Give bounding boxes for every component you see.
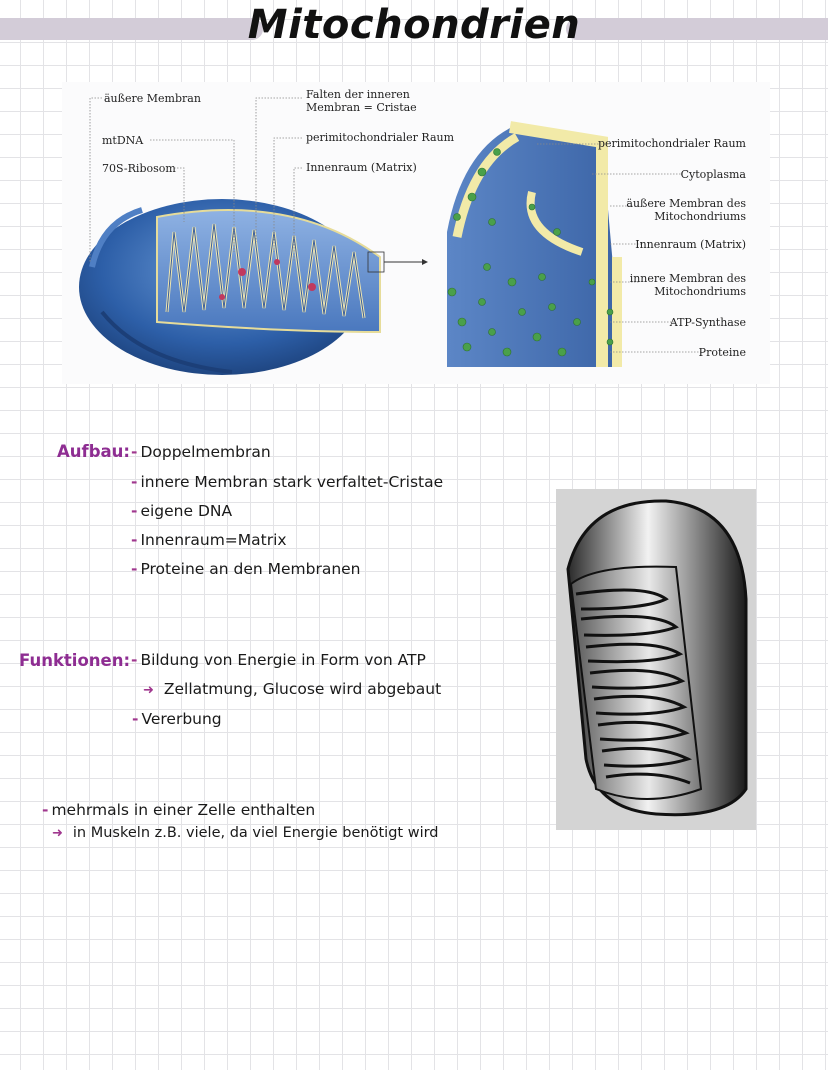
funktionen-item-2: -Vererbung bbox=[132, 710, 222, 728]
funktionen-sub-1: ➜Zellatmung, Glucose wird abgebaut bbox=[143, 680, 442, 698]
mitochondrion-bw-drawing bbox=[556, 489, 756, 830]
label-inner-membrane-line1: innere Membran des bbox=[630, 272, 747, 285]
membrane-section-icon bbox=[447, 121, 622, 367]
note-line-1: -mehrmals in einer Zelle enthalten bbox=[42, 801, 316, 819]
funktionen-item-1: -Bildung von Energie in Form von ATP bbox=[131, 651, 426, 669]
aufbau-item-4: -Innenraum=Matrix bbox=[131, 531, 287, 549]
label-outer-membrane-right-line2: Mitochondriums bbox=[654, 210, 746, 223]
label-matrix-left: Innenraum (Matrix) bbox=[306, 161, 417, 174]
label-intermembrane-left: perimitochondrialer Raum bbox=[306, 131, 455, 144]
note-line-2: ➜in Muskeln z.B. viele, da viel Energie … bbox=[52, 825, 439, 841]
mitochondrion-3d-icon bbox=[79, 199, 428, 375]
label-intermembrane-right: perimitochondrialer Raum bbox=[598, 137, 747, 150]
aufbau-item-1: -Doppelmembran bbox=[131, 443, 271, 461]
funktionen-heading: Funktionen: bbox=[19, 651, 131, 670]
arrow-right-icon: ➜ bbox=[143, 683, 154, 698]
label-mtdna: mtDNA bbox=[102, 134, 144, 147]
aufbau-heading: Aufbau: bbox=[57, 442, 130, 461]
label-cytoplasm: Cytoplasma bbox=[681, 168, 747, 181]
aufbau-item-5: -Proteine an den Membranen bbox=[131, 560, 361, 578]
label-inner-membrane-line2: Mitochondriums bbox=[654, 285, 746, 298]
aufbau-item-3: -eigene DNA bbox=[131, 502, 233, 520]
label-matrix-right: Innenraum (Matrix) bbox=[635, 238, 746, 251]
mitochondrion-diagram: äußere Membran mtDNA 70S-Ribosom Falten … bbox=[62, 82, 770, 384]
page-title: Mitochondrien bbox=[247, 2, 581, 48]
label-outer-membrane-right-line1: äußere Membran des bbox=[626, 197, 746, 210]
label-70s-ribosome: 70S-Ribosom bbox=[102, 162, 176, 175]
label-proteins: Proteine bbox=[699, 346, 746, 359]
title-bar-right bbox=[566, 18, 828, 40]
label-cristae-line2: Membran = Cristae bbox=[306, 101, 417, 114]
label-atp-synthase: ATP-Synthase bbox=[669, 316, 746, 329]
diagram-leader-lines bbox=[89, 97, 704, 353]
aufbau-item-2: -innere Membran stark verfaltet-Cristae bbox=[131, 473, 444, 491]
arrow-right-icon: ➜ bbox=[52, 826, 63, 841]
label-cristae-line1: Falten der inneren bbox=[306, 88, 410, 101]
title-bar-left bbox=[0, 18, 263, 40]
label-outer-membrane: äußere Membran bbox=[104, 92, 201, 105]
